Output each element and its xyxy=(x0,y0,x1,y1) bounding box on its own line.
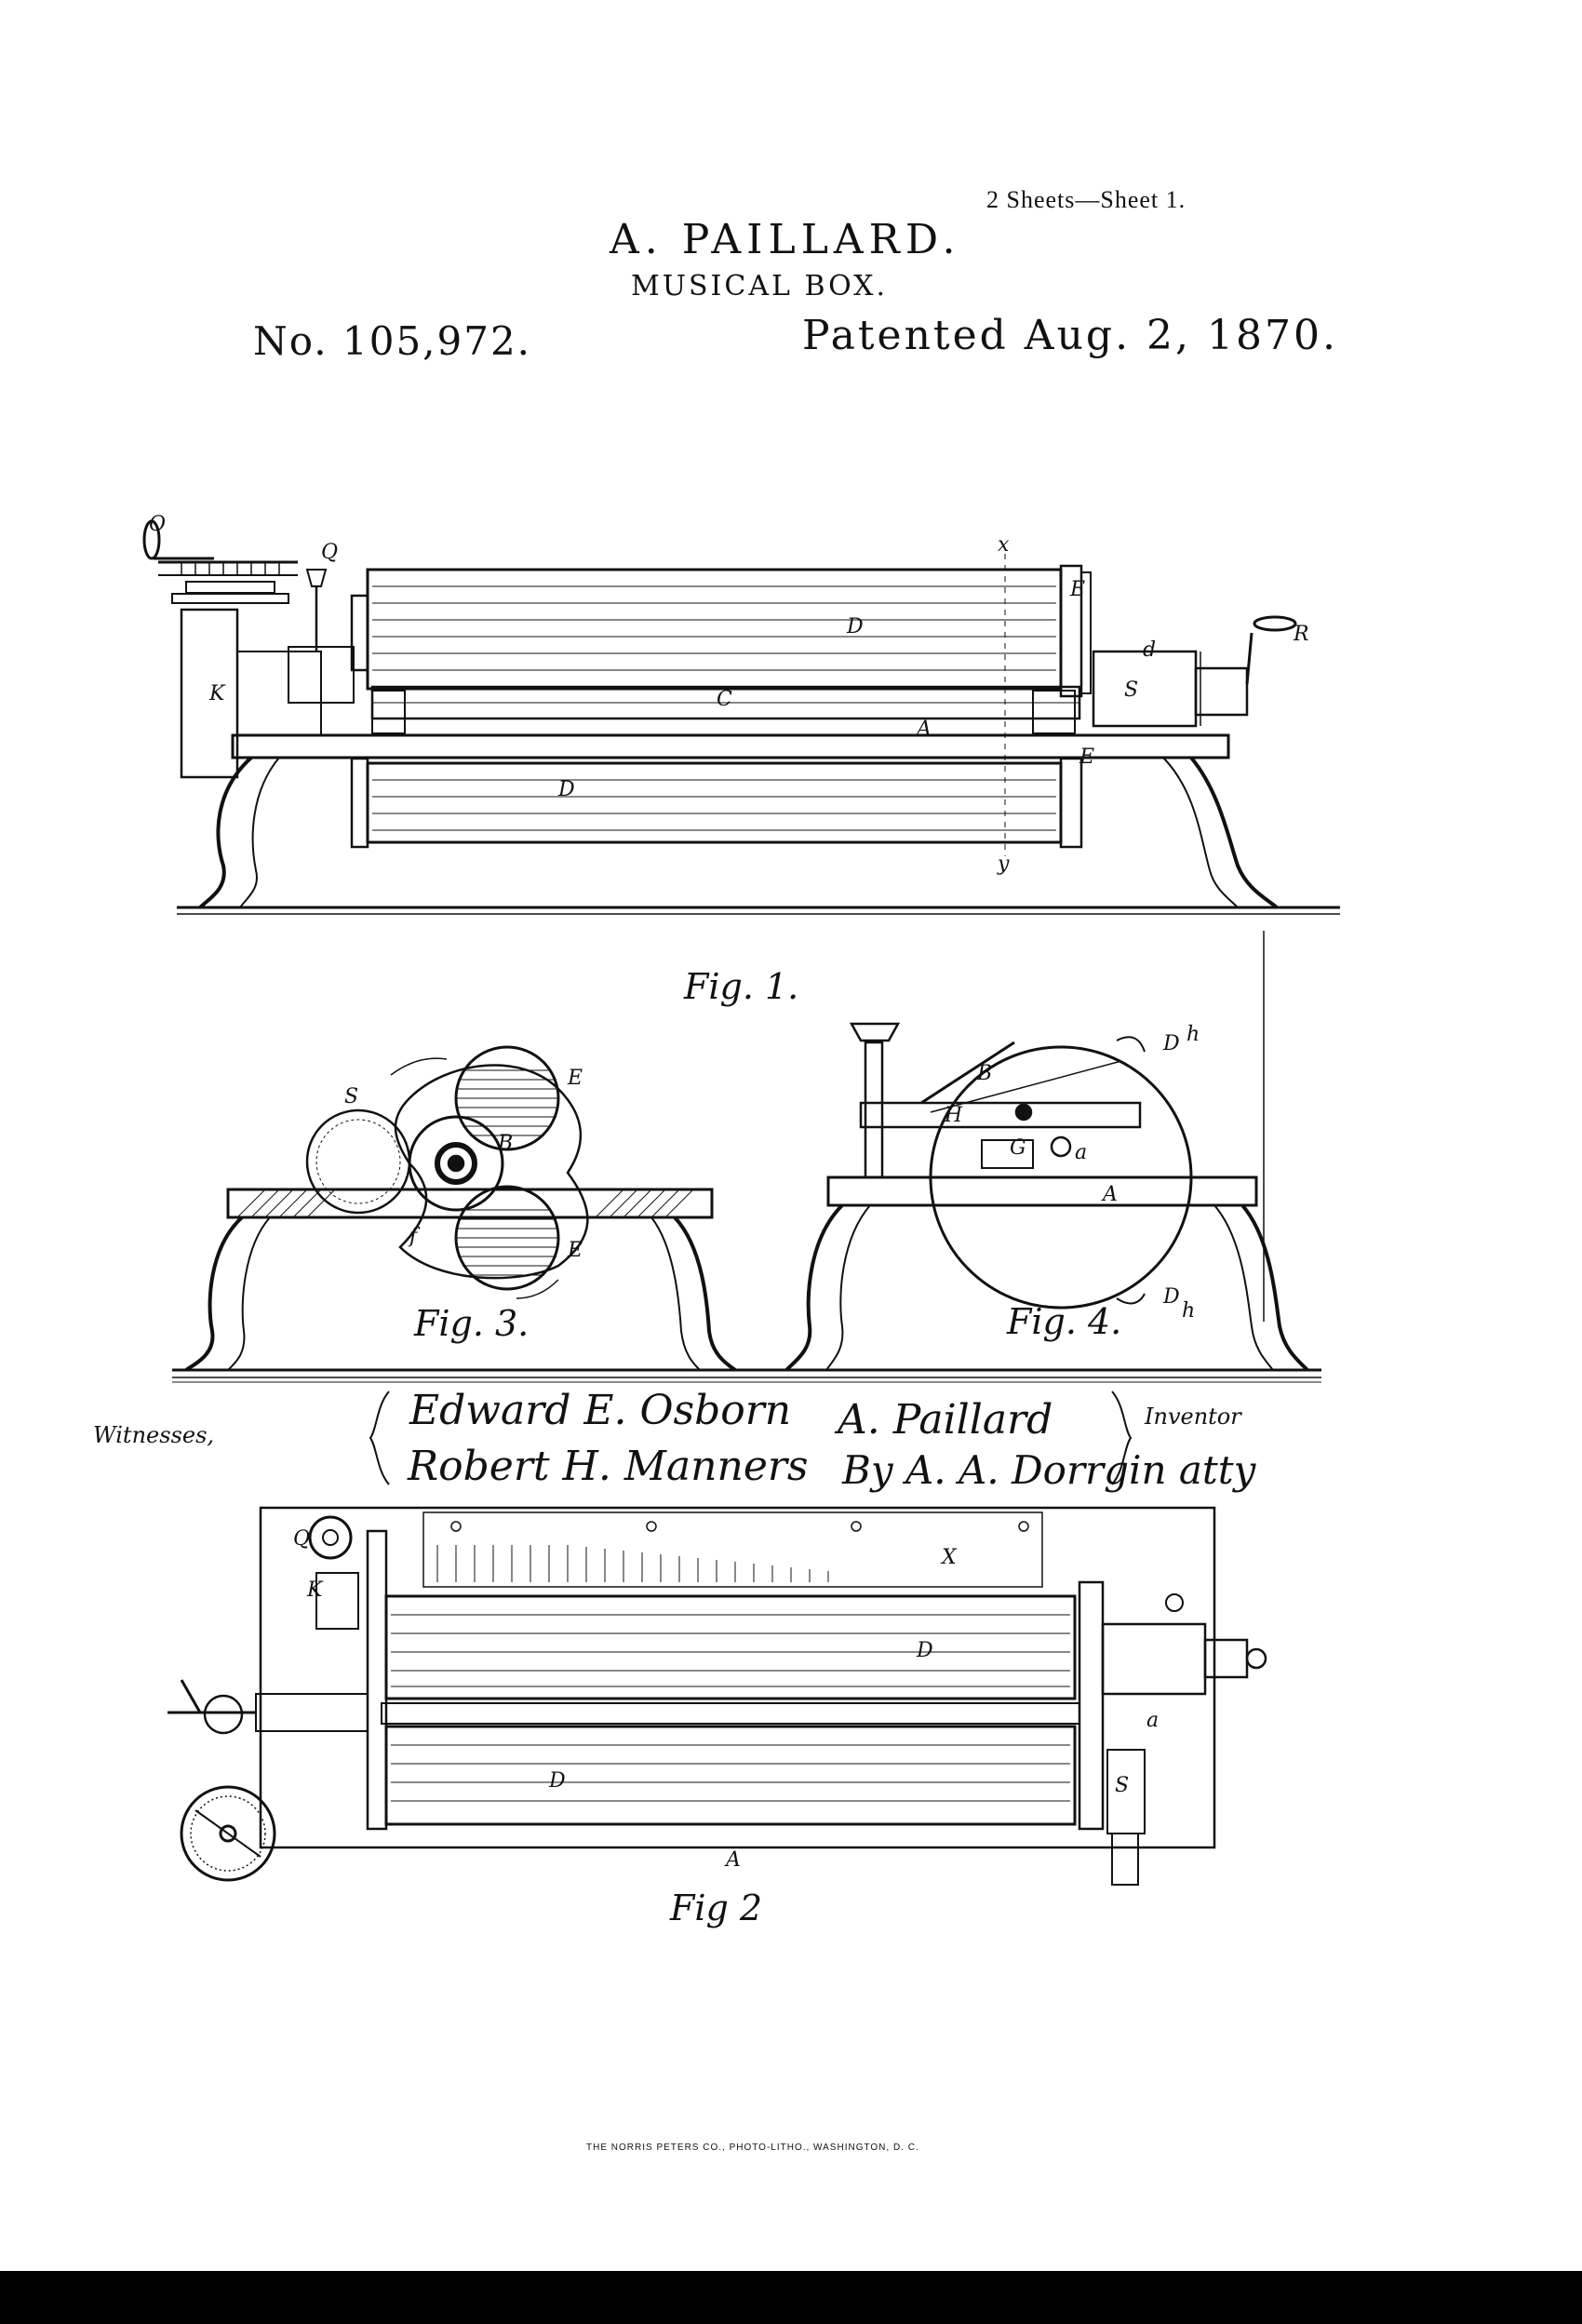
patent-title: MUSICAL BOX. xyxy=(631,270,889,302)
fig2-lower-cylinder-lines xyxy=(391,1744,1070,1802)
svg-text:h: h xyxy=(1186,1023,1200,1046)
svg-text:D: D xyxy=(916,1639,933,1662)
witness-signature-1: Edward E. Osborn xyxy=(409,1387,792,1434)
sheet-number: 2 Sheets—Sheet 1. xyxy=(986,186,1186,213)
svg-text:Q: Q xyxy=(321,541,338,564)
patent-date: Patented Aug. 2, 1870. xyxy=(802,312,1338,359)
fig4-section: A B H G a D D h h xyxy=(784,1022,1309,1372)
witnesses-label: Witnesses, xyxy=(93,1422,215,1448)
svg-text:D: D xyxy=(846,615,864,638)
svg-text:K: K xyxy=(208,682,226,705)
svg-text:S: S xyxy=(344,1085,358,1108)
svg-text:D: D xyxy=(1162,1032,1180,1055)
svg-text:d: d xyxy=(1143,638,1156,662)
svg-text:y: y xyxy=(997,853,1010,876)
svg-text:D: D xyxy=(548,1769,566,1793)
svg-text:x: x xyxy=(998,533,1010,557)
inventor-signature: A. Paillard xyxy=(838,1396,1053,1444)
fig3-upper-disc-hatching xyxy=(456,1069,558,1136)
svg-text:O: O xyxy=(149,513,166,536)
svg-text:A: A xyxy=(1101,1183,1118,1206)
fig2-plan-view: X D D A a Q K S xyxy=(168,1506,1267,1886)
fig2-comb-teeth xyxy=(436,1545,829,1582)
fig2-upper-cylinder-lines xyxy=(391,1614,1070,1687)
fig3-lower-disc-hatching xyxy=(456,1209,558,1276)
patent-number: No. 105,972. xyxy=(253,318,532,364)
svg-text:E: E xyxy=(1069,578,1085,601)
svg-text:H: H xyxy=(944,1104,963,1127)
svg-text:A: A xyxy=(724,1848,741,1872)
svg-text:f: f xyxy=(408,1225,421,1248)
fig3-end-view: E E B f S xyxy=(172,1045,1321,1378)
svg-text:h: h xyxy=(1182,1299,1195,1323)
inventor-role: Inventor xyxy=(1145,1404,1241,1430)
svg-text:S: S xyxy=(1124,678,1138,702)
fig1-gear-teeth xyxy=(181,562,280,575)
svg-text:X: X xyxy=(940,1546,958,1569)
fig1-elevation: E E O Q K D D C A R S d x y xyxy=(142,513,1340,915)
fig1-upper-cylinder-lines xyxy=(372,585,1056,671)
svg-text:R: R xyxy=(1293,623,1309,646)
svg-text:G: G xyxy=(1010,1136,1026,1160)
patent-drawing: E E O Q K D D C A R S d x y xyxy=(142,513,1340,1886)
fig2-label: Fig 2 xyxy=(670,1887,763,1928)
svg-text:B: B xyxy=(976,1062,992,1085)
svg-text:K: K xyxy=(306,1578,324,1602)
svg-text:E: E xyxy=(1079,746,1094,769)
scan-border-bar xyxy=(0,2271,1582,2324)
svg-text:a: a xyxy=(1075,1141,1087,1164)
svg-text:A: A xyxy=(915,718,932,741)
printer-credit: THE NORRIS PETERS CO., PHOTO-LITHO., WAS… xyxy=(586,2143,919,2153)
svg-text:Q: Q xyxy=(293,1527,310,1551)
fig4-label: Fig. 4. xyxy=(1007,1301,1122,1342)
svg-text:a: a xyxy=(1146,1709,1159,1732)
fig1-label: Fig. 1. xyxy=(684,966,799,1007)
fig3-hatching xyxy=(236,1189,694,1218)
svg-text:C: C xyxy=(717,688,732,711)
svg-text:S: S xyxy=(1115,1774,1129,1797)
fig3-label: Fig. 3. xyxy=(414,1303,530,1344)
fig1-lower-cylinder-lines xyxy=(372,779,1056,831)
svg-text:D: D xyxy=(557,778,575,801)
svg-text:D: D xyxy=(1162,1285,1180,1309)
svg-text:B: B xyxy=(497,1132,513,1155)
svg-text:E: E xyxy=(567,1239,583,1262)
witness-signature-2: Robert H. Manners xyxy=(408,1443,809,1490)
svg-text:E: E xyxy=(567,1067,583,1090)
inventor-name: A. PAILLARD. xyxy=(610,216,961,263)
attorney-signature: By A. A. Dorrgin atty xyxy=(842,1447,1256,1493)
